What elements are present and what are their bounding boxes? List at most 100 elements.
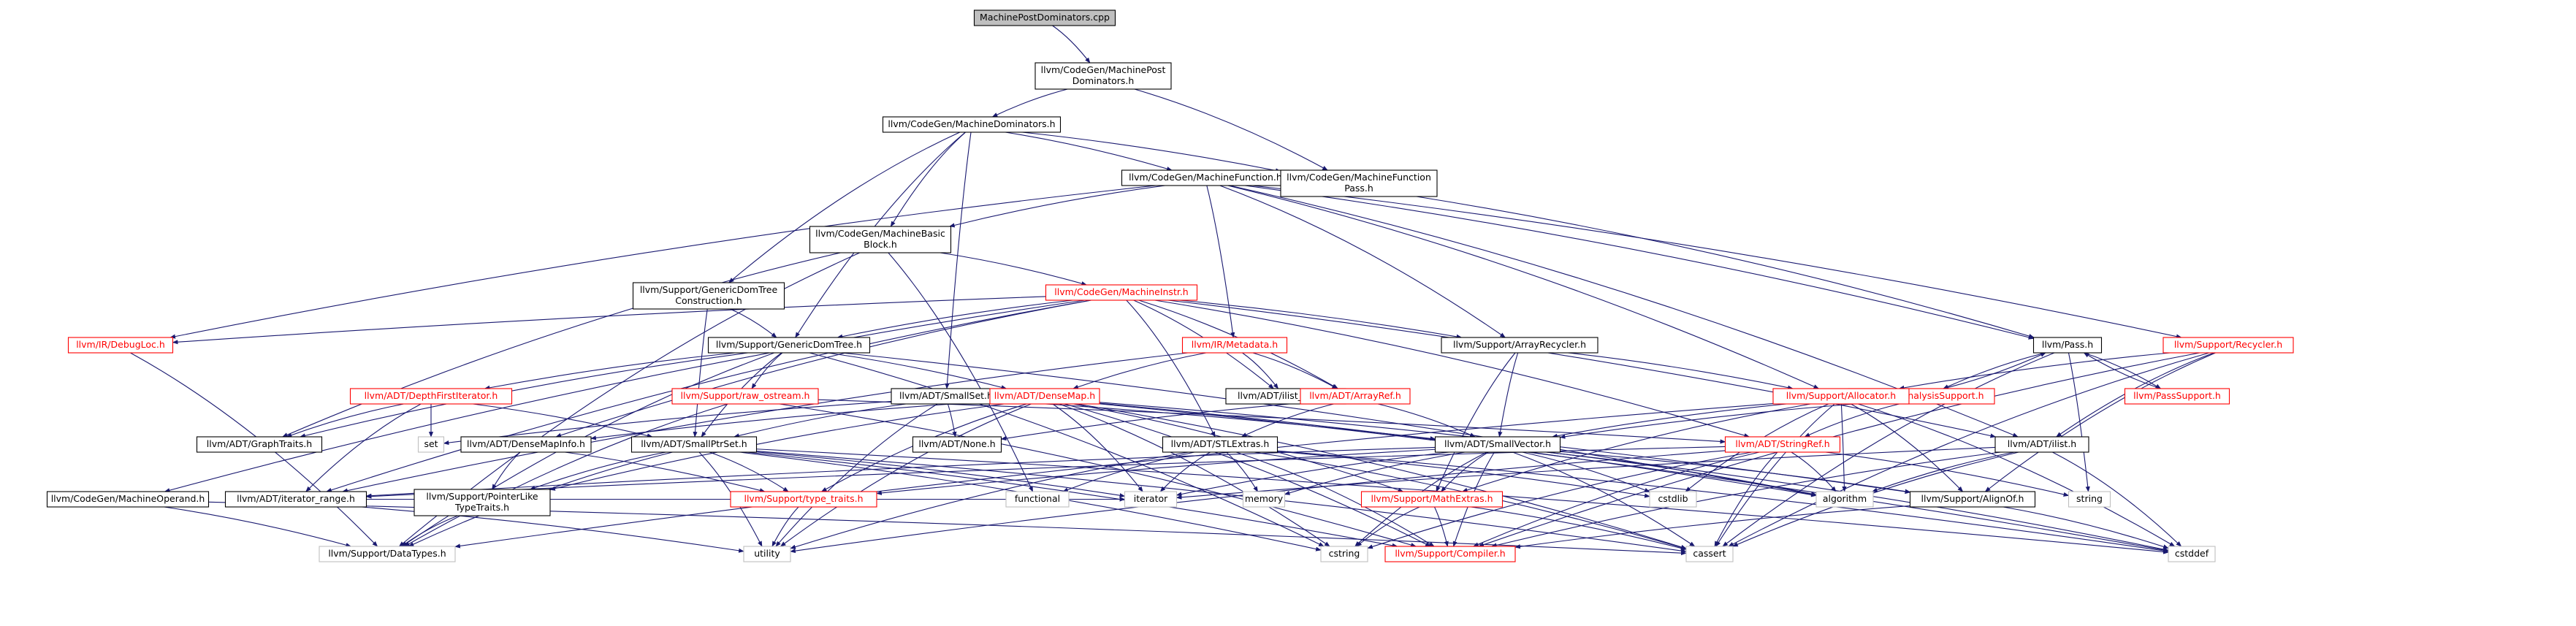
node-label: llvm/ADT/GraphTraits.h bbox=[207, 438, 312, 449]
node-recycler[interactable]: llvm/Support/Recycler.h bbox=[2162, 337, 2294, 354]
node-densemapinfo[interactable]: llvm/ADT/DenseMapInfo.h bbox=[460, 436, 592, 453]
edge-stringref-to-cassert bbox=[1714, 451, 1778, 547]
node-algorithm: algorithm bbox=[1815, 491, 1874, 508]
edge-rawos-to-compiler bbox=[779, 403, 1417, 548]
edge-gdtc-to-smallptrset bbox=[693, 308, 708, 438]
node-box bbox=[1994, 436, 2089, 453]
node-functional: functional bbox=[1005, 491, 1070, 508]
node-box bbox=[882, 116, 1062, 133]
node-graphtraits[interactable]: llvm/ADT/GraphTraits.h bbox=[196, 436, 323, 453]
node-label: Construction.h bbox=[675, 295, 742, 306]
node-debugloc[interactable]: llvm/IR/DebugLoc.h bbox=[67, 337, 174, 354]
edge-rawos-to-datatypes bbox=[404, 403, 728, 547]
node-mo[interactable]: llvm/CodeGen/MachineOperand.h bbox=[46, 491, 210, 508]
edge-mathextras-to-cstring bbox=[1356, 506, 1420, 547]
node-arrayref[interactable]: llvm/ADT/ArrayRef.h bbox=[1300, 388, 1411, 405]
edge-typetraits-to-utility bbox=[771, 506, 799, 547]
node-box bbox=[1685, 546, 1734, 562]
node-box bbox=[414, 489, 551, 516]
node-label: llvm/PassSupport.h bbox=[2133, 390, 2221, 401]
edge-stringref-to-compiler bbox=[1473, 451, 1760, 547]
node-root[interactable]: MachinePostDominators.cpp bbox=[973, 9, 1116, 26]
edge-mf-to-recycler bbox=[1252, 185, 2182, 339]
node-box bbox=[1815, 491, 1874, 508]
node-arrayrecycler[interactable]: llvm/Support/ArrayRecycler.h bbox=[1441, 337, 1598, 354]
node-label: algorithm bbox=[1823, 493, 1867, 504]
edge-mi-to-debugloc bbox=[172, 296, 1046, 345]
node-box bbox=[2168, 546, 2216, 562]
node-smallptrset[interactable]: llvm/ADT/SmallPtrSet.h bbox=[630, 436, 758, 453]
node-passsupport[interactable]: llvm/PassSupport.h bbox=[2124, 388, 2230, 405]
node-iterrange[interactable]: llvm/ADT/iterator_range.h bbox=[224, 491, 367, 508]
node-cstring: cstring bbox=[1320, 546, 1368, 562]
node-gdtc[interactable]: llvm/Support/GenericDomTreeConstruction.… bbox=[632, 282, 785, 310]
node-gdt[interactable]: llvm/Support/GenericDomTree.h bbox=[707, 337, 871, 354]
node-metadata[interactable]: llvm/IR/Metadata.h bbox=[1181, 337, 1288, 354]
node-allocator[interactable]: llvm/Support/Allocator.h bbox=[1772, 388, 1910, 405]
node-none[interactable]: llvm/ADT/None.h bbox=[912, 436, 1002, 453]
node-label: Block.h bbox=[864, 239, 897, 250]
node-box bbox=[730, 491, 877, 508]
node-box bbox=[1181, 337, 1288, 354]
edge-passsupport-to-pass bbox=[2083, 352, 2161, 389]
node-mi[interactable]: llvm/CodeGen/MachineInstr.h bbox=[1045, 284, 1198, 301]
node-box bbox=[1005, 491, 1070, 508]
edge-smallvector-to-alignof bbox=[1560, 451, 1911, 494]
node-label: llvm/ADT/STLExtras.h bbox=[1171, 438, 1270, 449]
node-label: llvm/Support/MathExtras.h bbox=[1371, 493, 1493, 504]
node-label: set bbox=[424, 438, 438, 449]
node-label: llvm/ADT/DenseMap.h bbox=[994, 390, 1095, 401]
edge-allocator-to-algorithm bbox=[1840, 403, 1847, 492]
node-label: memory bbox=[1245, 493, 1284, 504]
node-label: llvm/IR/Metadata.h bbox=[1192, 339, 1278, 350]
node-label: llvm/Support/AlignOf.h bbox=[1921, 493, 2024, 504]
dependency-edges bbox=[130, 25, 2216, 556]
node-label: llvm/Support/type_traits.h bbox=[744, 493, 863, 504]
node-label: llvm/Support/Allocator.h bbox=[1786, 390, 1896, 401]
edge-mf-to-debugloc bbox=[169, 185, 1156, 339]
node-rawos[interactable]: llvm/Support/raw_ostream.h bbox=[671, 388, 819, 405]
node-label: llvm/Support/GenericDomTree bbox=[640, 284, 778, 295]
node-mpd[interactable]: llvm/CodeGen/MachinePostDominators.h bbox=[1034, 62, 1172, 90]
edge-allocator-to-cstddef bbox=[1858, 403, 2176, 547]
node-box bbox=[67, 337, 174, 354]
node-smallvector[interactable]: llvm/ADT/SmallVector.h bbox=[1434, 436, 1561, 453]
node-label: iterator bbox=[1134, 493, 1168, 504]
dependency-nodes: MachinePostDominators.cpp llvm/CodeGen/Ma… bbox=[46, 9, 2294, 562]
node-ilist[interactable]: llvm/ADT/ilist.h bbox=[1994, 436, 2089, 453]
node-box bbox=[1441, 337, 1598, 354]
edge-densemap-to-compiler bbox=[1064, 403, 1431, 547]
node-smallset[interactable]: llvm/ADT/SmallSet.h bbox=[891, 388, 1002, 405]
edge-md-to-mbb bbox=[890, 131, 967, 227]
node-compiler[interactable]: llvm/Support/Compiler.h bbox=[1384, 546, 1516, 562]
node-mathextras[interactable]: llvm/Support/MathExtras.h bbox=[1360, 491, 1504, 508]
edge-mf-to-allocator bbox=[1227, 185, 1820, 389]
node-label: MachinePostDominators.cpp bbox=[980, 12, 1110, 23]
node-stlextras[interactable]: llvm/ADT/STLExtras.h bbox=[1162, 436, 1279, 453]
edge-stlextras-to-compiler bbox=[1235, 451, 1435, 547]
node-dfi[interactable]: llvm/ADT/DepthFirstIterator.h bbox=[349, 388, 513, 405]
edge-smallvector-to-cassert bbox=[1512, 451, 1696, 547]
edge-densemap-to-cassert bbox=[1077, 403, 1687, 549]
edge-arrayref-to-none bbox=[1000, 402, 1301, 441]
node-label: llvm/CodeGen/MachinePost bbox=[1041, 64, 1166, 75]
node-pass[interactable]: llvm/Pass.h bbox=[2032, 337, 2103, 354]
node-alignof[interactable]: llvm/Support/AlignOf.h bbox=[1909, 491, 2036, 508]
node-md[interactable]: llvm/CodeGen/MachineDominators.h bbox=[882, 116, 1062, 133]
edge-densemap-to-cstring bbox=[1059, 403, 1330, 547]
node-stringref[interactable]: llvm/ADT/StringRef.h bbox=[1724, 436, 1841, 453]
node-mf[interactable]: llvm/CodeGen/MachineFunction.h bbox=[1121, 169, 1290, 186]
node-typetraits[interactable]: llvm/Support/type_traits.h bbox=[730, 491, 877, 508]
node-datatypes: llvm/Support/DataTypes.h bbox=[319, 546, 456, 562]
edge-pas-to-smallvector bbox=[1559, 403, 1854, 439]
edge-arrayrecycler-to-smallvector bbox=[1498, 352, 1519, 438]
edge-pass-to-pas bbox=[1943, 352, 2046, 389]
edge-root-to-mpd bbox=[1052, 25, 1091, 64]
node-densemap[interactable]: llvm/ADT/DenseMap.h bbox=[989, 388, 1100, 405]
edge-arrayrecycler-to-allocator bbox=[1567, 352, 1794, 390]
edge-densemap-to-cstddef bbox=[1099, 403, 2169, 552]
